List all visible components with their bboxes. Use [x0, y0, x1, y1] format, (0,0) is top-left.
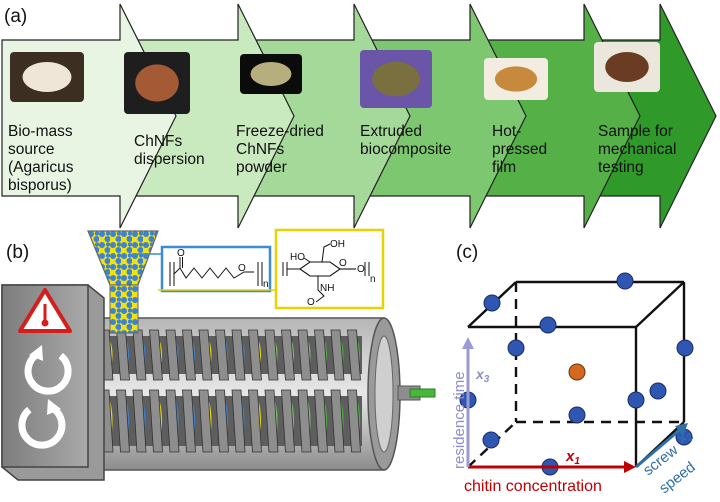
- screw-flight-2-2: [116, 389, 130, 453]
- step-3-caption-line-2: ChNFs: [236, 141, 284, 158]
- z-axis-arrow: [635, 423, 688, 469]
- screw-flight-1-5: [165, 329, 180, 381]
- design-point-4: [507, 339, 525, 357]
- step-1-caption-line-4: bisporus): [8, 177, 72, 194]
- design-point-3: [616, 272, 634, 290]
- y-axis-title: residence time: [451, 371, 468, 469]
- panel-c-label: (c): [456, 242, 478, 263]
- pcl-subscript-n: n: [263, 279, 269, 290]
- extrudate-strand: [409, 388, 436, 398]
- screw-flight-1-14: [314, 329, 328, 381]
- pcl-carbonyl-o: O: [177, 248, 185, 259]
- chitin-ho-label: HO: [290, 252, 305, 263]
- design-point-6: [649, 382, 667, 400]
- design-point-10: [482, 431, 500, 449]
- pcl-structure-box: O O n: [132, 245, 272, 293]
- screw-flight-1-15: [330, 329, 345, 381]
- screw-flight-1-8: [215, 329, 229, 381]
- step-4-caption-line-2: biocomposite: [360, 141, 451, 158]
- screw-flight-2-6: [182, 389, 196, 453]
- step-6-photo-subject: [605, 52, 649, 82]
- screw-flight-2-15: [330, 389, 345, 453]
- step-3-photo-subject: [250, 62, 292, 86]
- step-5-caption-line-2: pressed: [492, 141, 547, 158]
- design-point-1: [483, 294, 501, 312]
- step-3-caption-line-3: powder: [236, 159, 287, 176]
- chitin-nh-label: NH: [320, 283, 334, 294]
- step-2-caption-line-1: ChNFs: [134, 133, 182, 150]
- step-5-caption-line-1: Hot-: [492, 123, 521, 140]
- chitin-ring-o: O: [339, 258, 347, 269]
- screw-flight-2-5: [165, 389, 180, 453]
- step-6-caption-line-2: mechanical: [598, 141, 676, 158]
- panel-b-label: (b): [6, 242, 29, 263]
- screw-flight-1-13: [297, 329, 312, 381]
- screw-flight-2-12: [281, 389, 295, 453]
- screw-flight-1-9: [231, 329, 246, 381]
- design-point-9: [627, 391, 645, 409]
- step-1-caption-line-1: Bio-mass: [8, 123, 73, 140]
- step-2-photo-subject: [135, 64, 179, 102]
- design-point-2: [539, 316, 557, 334]
- screw-flight-1-7: [198, 329, 213, 381]
- control-unit: [1, 284, 105, 481]
- screw-flight-2-11: [264, 389, 279, 453]
- screw-flight-1-3: [132, 329, 147, 381]
- process-flow-arrows: Bio-masssource(Agaricusbisporus)ChNFsdis…: [1, 3, 717, 229]
- step-6-caption-line-3: testing: [598, 159, 644, 176]
- x-axis-title: chitin concentration: [464, 478, 602, 495]
- screw-flight-2-4: [149, 389, 163, 453]
- step-1-caption-line-3: (Agaricus: [8, 159, 74, 176]
- screw-flight-2-3: [132, 389, 147, 453]
- design-point-12: [568, 406, 586, 424]
- step-4-photo-subject: [372, 61, 420, 97]
- chitin-subscript-n: n: [370, 274, 376, 285]
- screw-flight-1-10: [248, 329, 262, 381]
- step-1-caption-line-2: source: [8, 141, 55, 158]
- y-axis-arrow: [462, 337, 474, 467]
- rotate-ccw-icon: [18, 399, 66, 449]
- screw-flight-2-16: [347, 389, 361, 453]
- screw-flight-2-10: [248, 389, 262, 453]
- chitin-acetyl-o: O: [307, 297, 315, 308]
- cube-edge-5: [635, 281, 685, 328]
- chitin-structure-box: OH HO NH O O O n: [158, 228, 385, 310]
- x3-variable-label: x3: [475, 366, 490, 385]
- panel-a-label: (a): [4, 6, 27, 27]
- x-axis-arrow: [468, 461, 636, 473]
- screw-flight-1-11: [264, 329, 279, 381]
- x1-variable-label: x1: [565, 448, 580, 467]
- pcl-ester-o: O: [238, 263, 246, 274]
- chitin-oh-label: OH: [330, 239, 345, 250]
- step-5-photo-subject: [494, 66, 538, 92]
- step-6-caption-line-1: Sample for: [598, 123, 673, 140]
- screw-flight-2-8: [215, 389, 229, 453]
- screw-flight-2-13: [297, 389, 312, 453]
- screw-flight-1-16: [347, 329, 361, 381]
- step-5-caption-line-3: film: [492, 159, 516, 176]
- chitin-glyco-o: O: [357, 264, 365, 275]
- screw-flight-2-14: [314, 389, 328, 453]
- box-behnken-cube: [459, 272, 694, 476]
- screw-flight-1-6: [182, 329, 196, 381]
- screw-flight-1-12: [281, 329, 295, 381]
- rotate-cw-icon: [24, 345, 72, 395]
- thermometer-icon: [41, 319, 49, 327]
- step-1-photo-subject: [22, 62, 72, 92]
- design-point-5: [676, 339, 694, 357]
- screw-flight-1-4: [149, 329, 163, 381]
- center-point: [568, 363, 586, 381]
- screw-flight-2-9: [231, 389, 246, 453]
- screw-flight-2-7: [198, 389, 213, 453]
- feed-hopper: [87, 230, 159, 334]
- cube-hidden-edge-3: [467, 421, 517, 468]
- step-3-caption-line-1: Freeze-dried: [236, 123, 324, 140]
- step-2-caption-line-2: dispersion: [134, 151, 205, 168]
- step-4-caption-line-1: Extruded: [360, 123, 422, 140]
